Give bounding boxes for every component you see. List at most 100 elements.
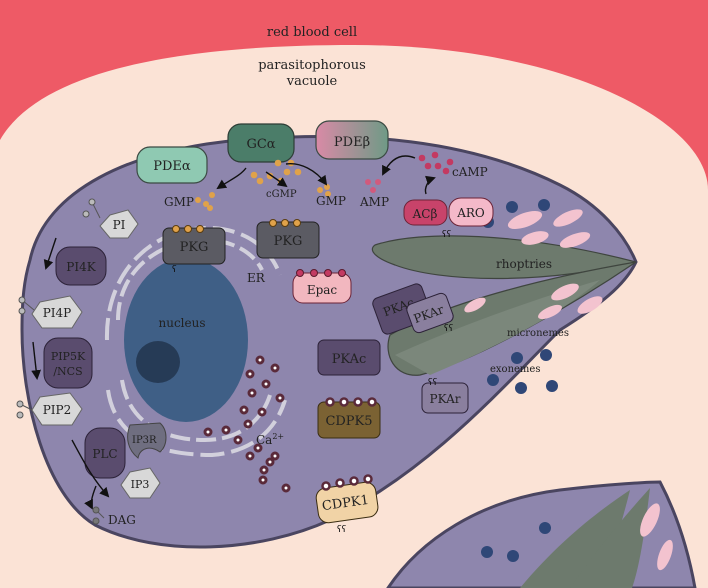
second-microneme — [640, 503, 660, 537]
second-exoneme — [507, 550, 519, 562]
calcium-ions — [203, 355, 291, 493]
straight-arrow-icon — [43, 237, 57, 270]
pdeb-label: PDEβ — [334, 135, 370, 150]
epac-box — [292, 272, 352, 304]
cdpk1-calcium — [321, 474, 373, 491]
pkg-1-cgmp — [172, 225, 204, 233]
micronemes-label: micronemes — [507, 328, 569, 339]
pkg-2-cgmp — [269, 219, 301, 227]
acb-box — [403, 199, 448, 226]
exoneme — [515, 382, 527, 394]
pip2-label: PIP2 — [43, 403, 72, 417]
plc-box — [84, 427, 126, 479]
exoneme — [511, 352, 523, 364]
epac-label: Epac — [307, 283, 338, 297]
gca-box — [227, 123, 295, 163]
pv-label-line1: parasitophorous — [258, 58, 366, 73]
aro-label: ARO — [456, 206, 485, 220]
pdea-label: PDEα — [153, 159, 191, 174]
rhoptries-label: rhoptries — [496, 257, 552, 271]
second-exoneme — [481, 546, 493, 558]
pip5k-box — [43, 337, 93, 389]
pi-label: PI — [113, 218, 126, 232]
exoneme — [506, 201, 518, 213]
pi4k-box — [55, 246, 107, 286]
nucleolus — [136, 341, 180, 383]
second-exoneme — [539, 522, 551, 534]
pi-lipid-tail — [82, 198, 101, 219]
pip5k-label-line2: /NCS — [53, 365, 82, 378]
pkac-box-center — [317, 339, 381, 376]
camp-molecules — [418, 151, 454, 175]
membrane-anchor-icon: ʕʕ — [444, 324, 454, 334]
nucleus-label: nucleus — [158, 316, 205, 330]
pv-label-line2: vacuole — [286, 74, 338, 89]
membrane-anchor-icon: ʕʕ — [428, 378, 438, 388]
dag-lipid — [92, 506, 105, 525]
rhoptry-1 — [371, 235, 637, 280]
cdpk5-box — [317, 401, 381, 439]
membrane-anchor-icon: ʕʕ — [442, 230, 452, 240]
second-rhoptry-b — [570, 488, 650, 588]
pi4k-label: PI4K — [66, 260, 96, 274]
pkg-label-1: PKG — [180, 240, 209, 255]
pi4p-label: PI4P — [43, 306, 72, 320]
microneme — [577, 296, 603, 314]
cdpk1-label: CDPK1 — [321, 493, 370, 514]
straight-arrow-icon — [71, 439, 110, 498]
exonemes-label: exonemes — [490, 364, 540, 375]
pdea-box — [136, 146, 208, 184]
pkac-label-center: PKAc — [332, 352, 367, 367]
pkar-box-lower — [421, 382, 469, 414]
pdeb-box — [315, 120, 389, 160]
nucleus — [124, 258, 248, 422]
microneme — [464, 297, 486, 313]
amp-label: AMP — [359, 195, 389, 209]
exoneme — [538, 199, 550, 211]
amp-molecules — [365, 179, 381, 193]
cdpk1-box — [315, 481, 379, 524]
straight-arrow-icon — [84, 485, 97, 510]
calcium-label: Ca2+ — [256, 432, 284, 447]
rbc-label: red blood cell — [267, 25, 357, 40]
er-label: ER — [247, 271, 266, 285]
microneme — [521, 231, 549, 245]
exoneme — [487, 374, 499, 386]
curved-arrow-icon — [216, 155, 436, 195]
dag-label: DAG — [108, 513, 136, 527]
pkar-box-apical — [406, 292, 454, 334]
exoneme — [546, 380, 558, 392]
cdpk5-label: CDPK5 — [325, 414, 372, 429]
plc-label: PLC — [92, 447, 117, 461]
pkg-box-1 — [162, 227, 226, 265]
pkg-label-2: PKG — [274, 234, 303, 249]
pip2-lipid-tail — [16, 400, 33, 419]
membrane-anchor-icon: ʕ — [172, 265, 177, 275]
gmp-left-label: GMP — [164, 195, 194, 209]
gmp-right-label: GMP — [316, 194, 346, 208]
acb-label: ACβ — [412, 207, 438, 221]
pi4p-lipid-tail — [18, 296, 35, 315]
straight-arrow-icon — [31, 341, 42, 380]
cgmp-label: cGMP — [266, 189, 297, 200]
exoneme — [540, 349, 552, 361]
pkar-label-lower: PKAr — [430, 392, 461, 406]
microneme — [553, 209, 583, 227]
ip3r-label: IP3R — [132, 435, 157, 446]
microneme — [551, 283, 579, 301]
rhoptry-2-shade — [395, 280, 600, 375]
pi-hexagon — [99, 209, 139, 239]
pi4p-hexagon — [31, 295, 83, 329]
microneme — [559, 232, 591, 248]
membrane-anchor-icon: ʕʕ — [337, 525, 347, 535]
ip3r-channel — [127, 422, 167, 459]
second-microneme — [657, 539, 673, 571]
ip3-label: IP3 — [131, 478, 150, 491]
gca-label: GCα — [246, 137, 275, 152]
aro-box — [448, 197, 494, 227]
cdpk5-calcium — [325, 397, 377, 407]
microneme — [538, 304, 562, 320]
microneme — [507, 210, 543, 230]
